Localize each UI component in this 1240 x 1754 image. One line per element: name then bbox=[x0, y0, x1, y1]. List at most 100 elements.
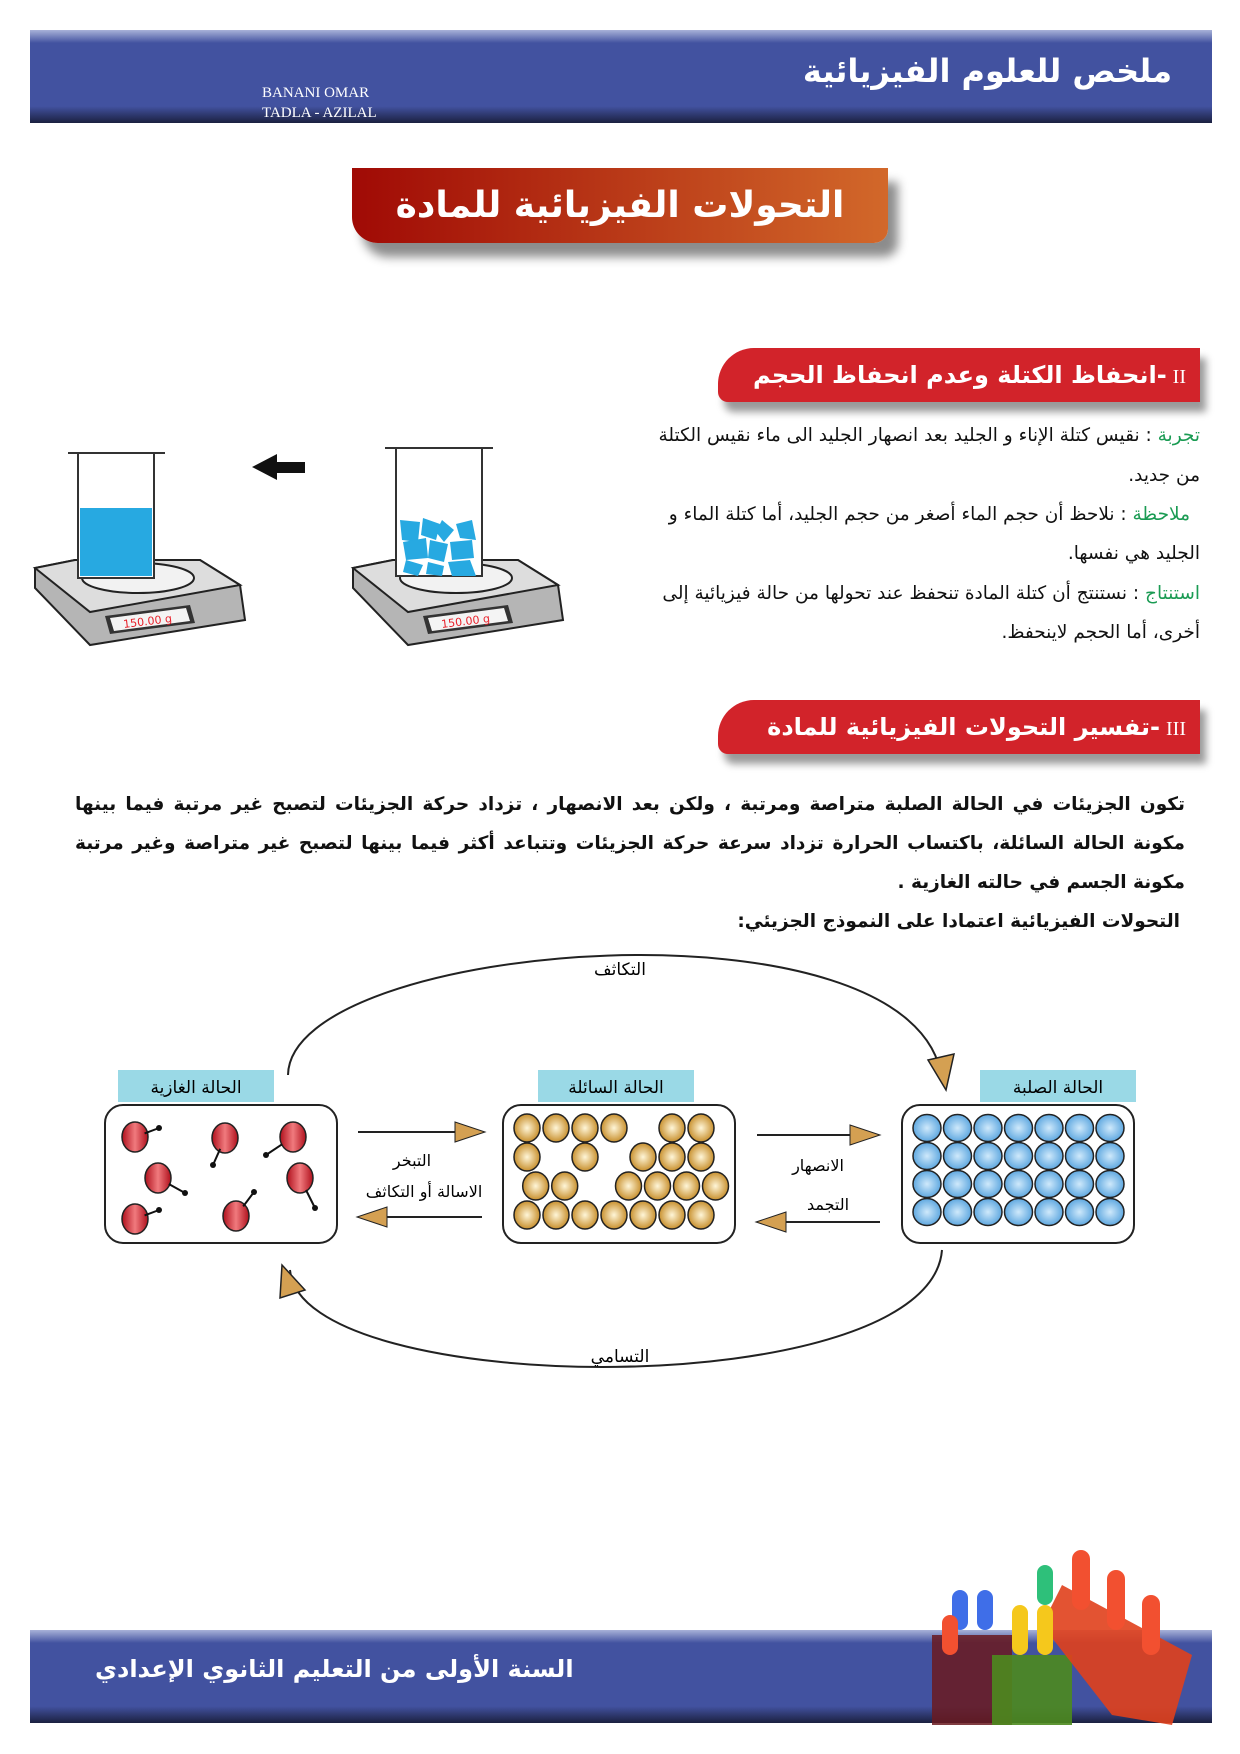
solid-particle bbox=[1003, 1197, 1034, 1227]
solid-particle bbox=[942, 1141, 973, 1171]
section-2-heading: II-انحفاظ الكتلة وعدم انحفاظ الحجم bbox=[718, 348, 1200, 402]
gas-particle bbox=[121, 1121, 149, 1153]
solid-state-label: الحالة الصلبة bbox=[1013, 1078, 1103, 1098]
liquid-particle bbox=[672, 1171, 701, 1201]
motion-arrow-head-icon bbox=[251, 1189, 257, 1195]
liquid-particle bbox=[643, 1171, 672, 1201]
liquid-particle bbox=[521, 1171, 550, 1201]
scale-reading-left: 150.00 g bbox=[122, 612, 172, 631]
solid-particle bbox=[973, 1197, 1003, 1227]
liquid-particle bbox=[687, 1113, 715, 1143]
gas-state-label: الحالة الغازية bbox=[150, 1078, 241, 1098]
liquid-particle bbox=[600, 1200, 628, 1230]
solid-particles bbox=[912, 1113, 1125, 1227]
author-info: BANANI OMAR TADLA - AZILAL bbox=[262, 83, 377, 123]
solid-label-bg bbox=[980, 1070, 1136, 1102]
gas-label-bg bbox=[118, 1070, 274, 1102]
label-evaporation: التبخر bbox=[392, 1151, 431, 1171]
solid-particle bbox=[912, 1169, 942, 1199]
note-label: ملاحظة bbox=[1132, 504, 1190, 525]
note-text-2: الجليد هي نفسها. bbox=[1067, 543, 1200, 564]
experiment-label: تجربة bbox=[1157, 425, 1200, 446]
solid-particle bbox=[973, 1113, 1003, 1143]
liquid-particle bbox=[658, 1113, 686, 1143]
solid-particle bbox=[1064, 1113, 1095, 1143]
building-blocks-image bbox=[932, 1550, 1192, 1725]
motion-arrow-head-icon bbox=[210, 1162, 216, 1168]
footer-banner: السنة الأولى من التعليم الثانوي الإعدادي bbox=[30, 1550, 1212, 1725]
solid-particle bbox=[1034, 1197, 1064, 1227]
liquid-particle bbox=[629, 1142, 657, 1172]
conclusion-text-2: أخرى، أما الحجم لاينحفظ. bbox=[1001, 622, 1200, 643]
water-fill bbox=[80, 508, 152, 576]
scale-right: 150.00 g bbox=[350, 447, 565, 647]
conclusion-line: استنتاج : نستنتج أن كتلة المادة تنحفظ عن… bbox=[662, 583, 1200, 604]
liquid-particle bbox=[629, 1200, 657, 1230]
liquid-particle bbox=[701, 1171, 730, 1201]
scale-left: 150.00 g bbox=[32, 452, 247, 647]
label-sublimation: التسامي bbox=[591, 1347, 650, 1367]
solid-particle bbox=[1095, 1197, 1125, 1227]
ice-cubes bbox=[400, 518, 476, 576]
section-number: III bbox=[1166, 718, 1186, 740]
gas-box bbox=[104, 1104, 338, 1244]
liquid-particle bbox=[513, 1200, 541, 1230]
mass-conservation-illustration: 150.00 g 150.00 g bbox=[32, 447, 565, 647]
liquid-particle bbox=[542, 1113, 570, 1143]
liquid-particle bbox=[600, 1113, 628, 1143]
liquid-label-bg bbox=[538, 1070, 694, 1102]
arrow-right-icon bbox=[454, 1121, 487, 1143]
solid-particle bbox=[1003, 1113, 1034, 1143]
arrow-left-icon bbox=[252, 454, 305, 480]
liquid-particle bbox=[513, 1113, 541, 1143]
arrowhead-icon bbox=[926, 1053, 955, 1092]
arrow-left-icon bbox=[355, 1206, 388, 1228]
arrow-left-icon bbox=[754, 1211, 787, 1233]
section-number: II bbox=[1172, 366, 1186, 388]
solid-particle bbox=[973, 1169, 1003, 1199]
gas-particle bbox=[211, 1122, 239, 1154]
arrowhead-icon bbox=[279, 1263, 307, 1300]
solid-particle bbox=[1003, 1169, 1034, 1199]
label-melting: الانصهار bbox=[791, 1156, 844, 1176]
experiment-text-2: من جديد. bbox=[1128, 465, 1200, 486]
liquid-particles bbox=[513, 1113, 730, 1230]
note-line: ملاحظة : نلاحظ أن حجم الماء أصغر من حجم … bbox=[669, 504, 1190, 525]
solid-particle bbox=[973, 1141, 1003, 1171]
solid-particle bbox=[1034, 1141, 1064, 1171]
solid-particle bbox=[1095, 1141, 1125, 1171]
header-title: ملخص للعلوم الفيزيائية bbox=[802, 52, 1172, 90]
explanation-paragraph: تكون الجزيئات في الحالة الصلبة متراصة وم… bbox=[75, 794, 1185, 893]
section-3-text: تكون الجزيئات في الحالة الصلبة متراصة وم… bbox=[75, 785, 1185, 941]
gas-particle bbox=[286, 1162, 314, 1194]
solid-particle bbox=[1064, 1141, 1095, 1171]
solid-particle bbox=[1095, 1169, 1125, 1199]
solid-particle bbox=[1034, 1113, 1064, 1143]
motion-arrow-head-icon bbox=[312, 1205, 318, 1211]
footer-text: السنة الأولى من التعليم الثانوي الإعدادي bbox=[95, 1655, 574, 1683]
liquid-particle bbox=[542, 1200, 570, 1230]
solid-particle bbox=[912, 1141, 942, 1171]
gas-particle bbox=[144, 1162, 172, 1194]
sublimation-arc bbox=[289, 1249, 943, 1368]
motion-arrow-head-icon bbox=[156, 1125, 162, 1131]
section-title: -تفسير التحولات الفيزيائية للمادة bbox=[767, 713, 1161, 741]
label-liquefaction: الاسالة أو التكاثف bbox=[366, 1181, 483, 1202]
experiment-text: : نقيس كتلة الإناء و الجليد بعد انصهار ا… bbox=[658, 425, 1152, 446]
scale-reading-right: 150.00 g bbox=[440, 612, 490, 631]
liquid-state-label: الحالة السائلة bbox=[568, 1078, 663, 1098]
motion-arrow-icon bbox=[242, 1191, 255, 1207]
section-title: -انحفاظ الكتلة وعدم انحفاظ الحجم bbox=[753, 361, 1167, 389]
experiment-line: تجربة : نقيس كتلة الإناء و الجليد بعد ان… bbox=[658, 425, 1200, 446]
author-name: BANANI OMAR bbox=[262, 85, 370, 101]
solid-particle bbox=[912, 1197, 942, 1227]
liquid-particle bbox=[571, 1113, 599, 1143]
solid-particle bbox=[942, 1169, 973, 1199]
solid-particle bbox=[1003, 1141, 1034, 1171]
page-title: التحولات الفيزيائية للمادة bbox=[352, 168, 888, 243]
arrow-right-icon bbox=[849, 1124, 882, 1146]
conclusion-label: استنتاج bbox=[1145, 583, 1200, 604]
liquid-particle bbox=[550, 1171, 579, 1201]
liquid-particle bbox=[513, 1142, 541, 1172]
